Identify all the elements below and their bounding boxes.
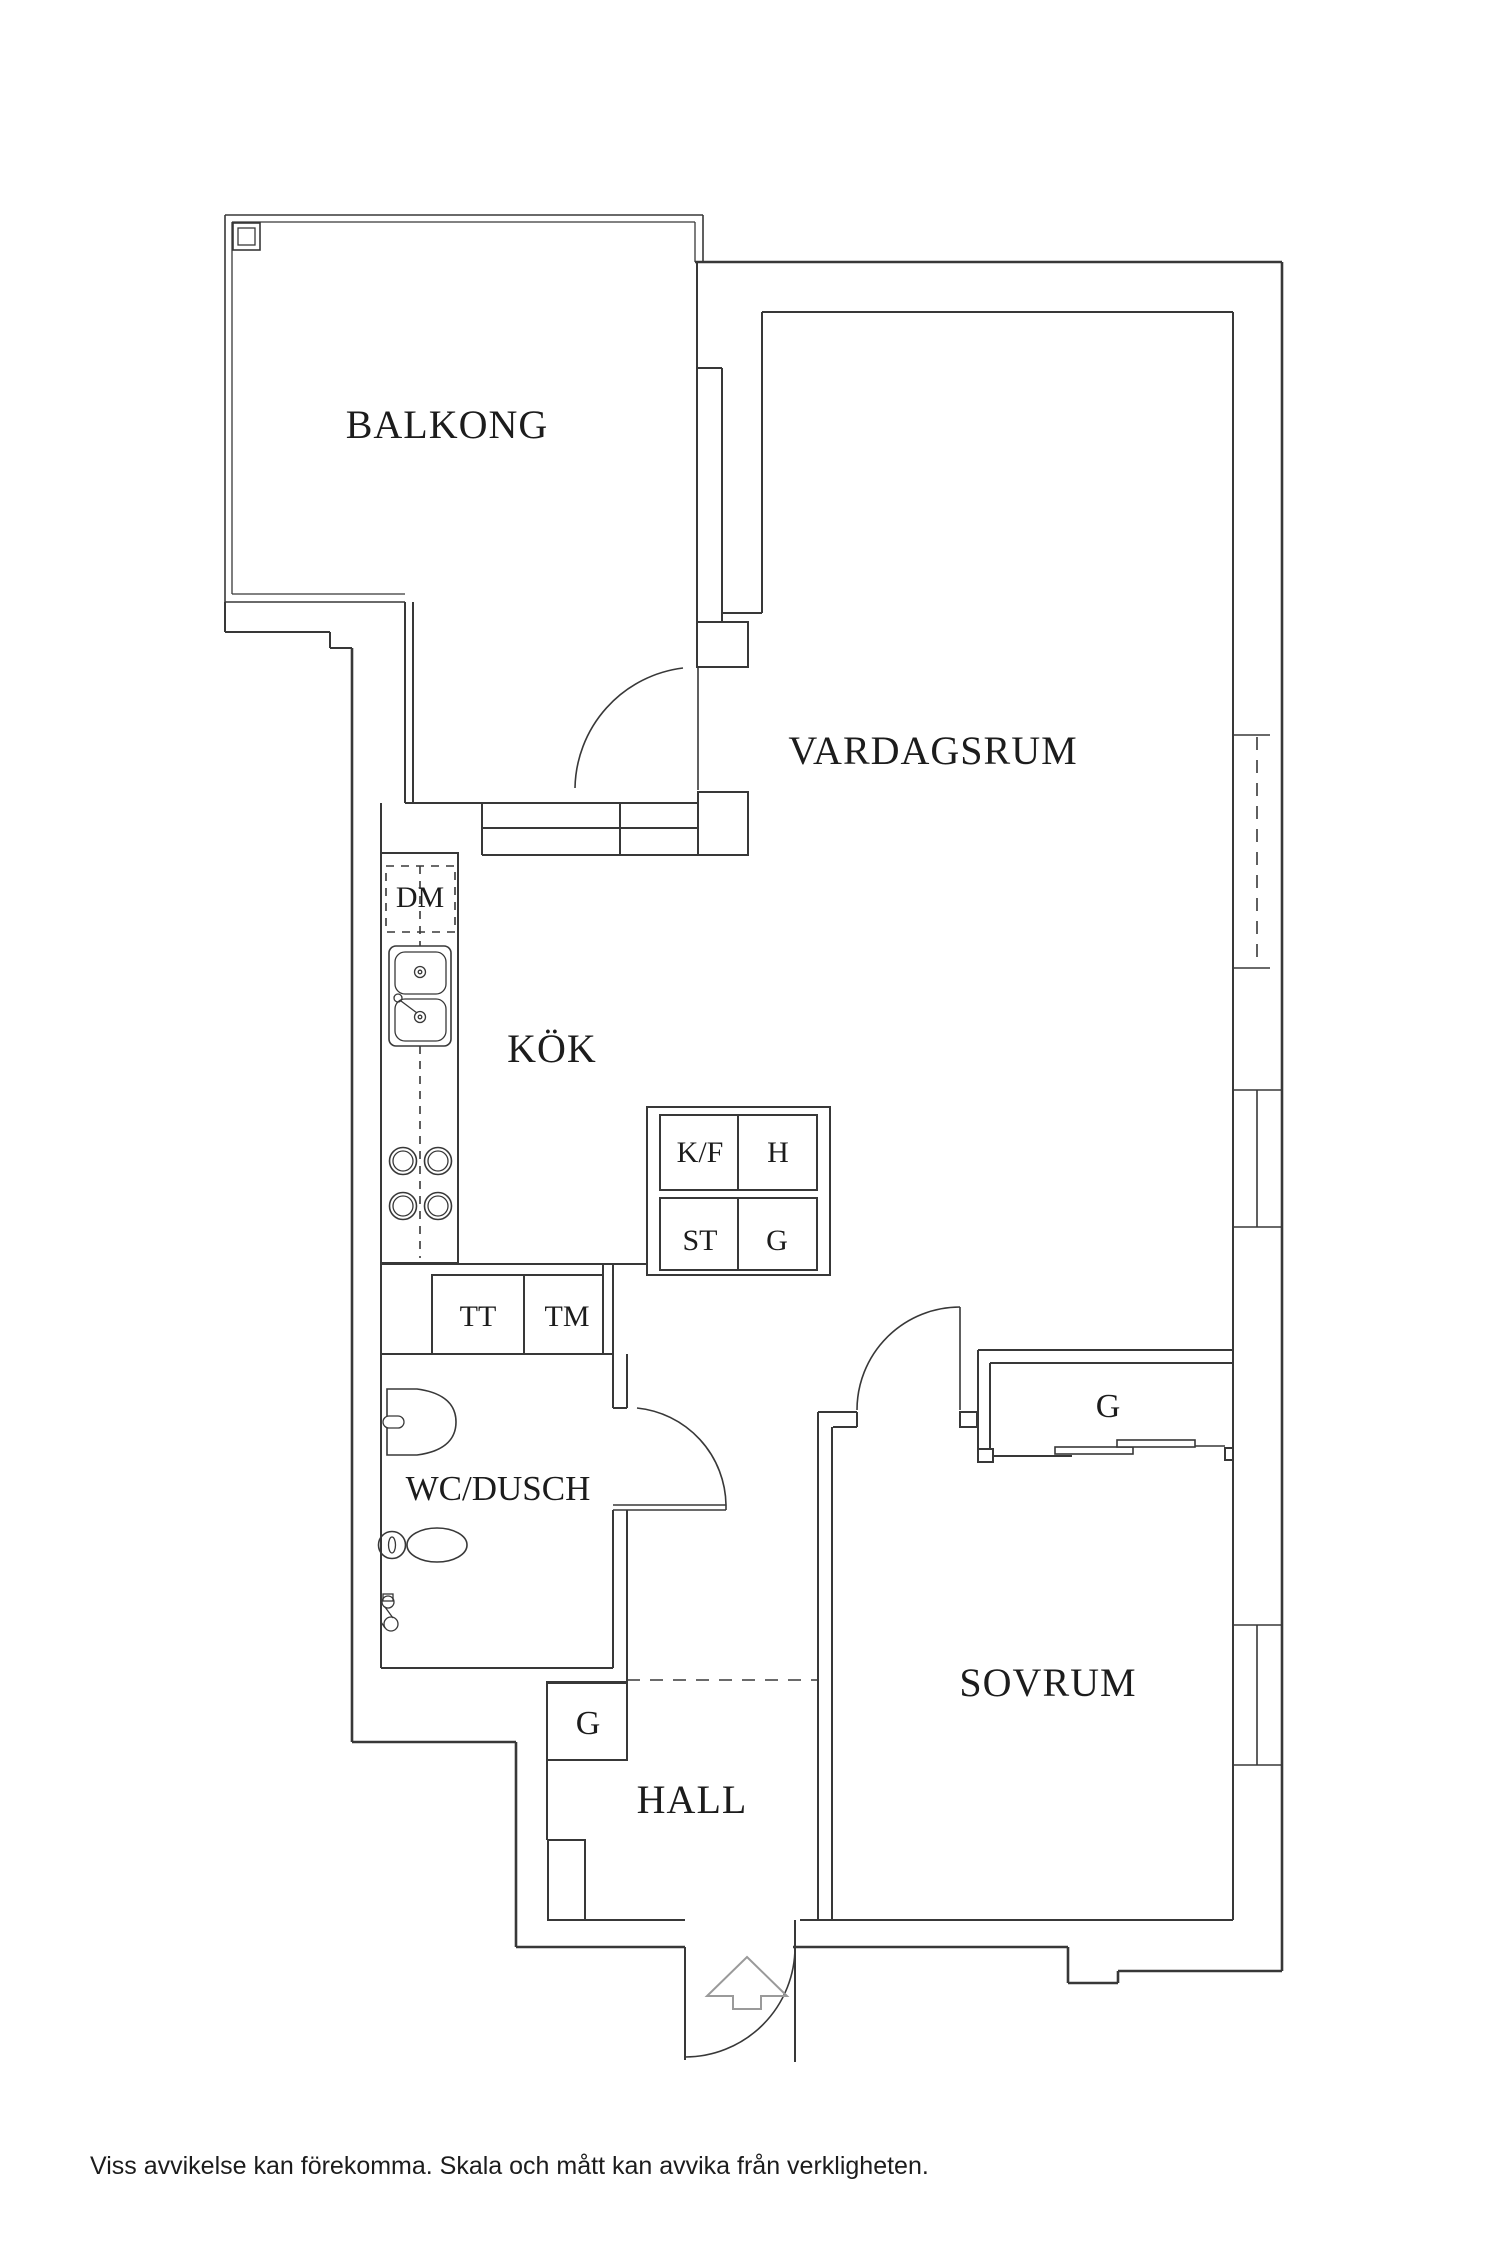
hall-wardrobe-box — [546, 1681, 628, 1761]
room-label-bedroom: SOVRUM — [959, 1660, 1136, 1705]
label-dryer: TT — [460, 1300, 497, 1333]
disclaimer-text: Viss avvikelse kan förekomma. Skala och … — [90, 2152, 929, 2180]
entrance-arrow-icon — [704, 1955, 790, 2010]
interior-wall-faces — [380, 311, 1234, 1921]
sliding-door-leaf — [1054, 1446, 1134, 1455]
bedroom-closet — [977, 1349, 1234, 1463]
balcony-door — [574, 621, 749, 856]
kitchen-counter — [380, 852, 459, 1264]
label-fridge-freezer: K/F — [677, 1136, 724, 1169]
shaft-box — [547, 1839, 586, 1921]
kitchen-corner-block — [697, 791, 749, 856]
stove-icon — [388, 1146, 453, 1221]
right-wall-openings — [1233, 734, 1282, 1766]
entrance-door-arc — [684, 1946, 796, 2058]
balcony-door-jamb — [696, 621, 749, 668]
exterior-walls — [350, 260, 1284, 1985]
room-label-livingroom: VARDAGSRUM — [788, 728, 1077, 773]
bathroom-door — [613, 1407, 727, 1511]
entrance-door — [684, 1920, 796, 2062]
sliding-door-leaf — [1116, 1439, 1196, 1448]
label-shelf: H — [767, 1136, 789, 1169]
kitchen-window — [404, 602, 698, 856]
room-label-hall: HALL — [637, 1777, 748, 1822]
label-cleaning-closet: ST — [682, 1224, 717, 1257]
kitchen-bottom-wall — [381, 1263, 647, 1354]
sink-icon — [388, 945, 452, 1047]
bathroom-door-arc — [636, 1407, 727, 1506]
livingroom-balcony-window — [696, 262, 763, 623]
washbasin-icon — [382, 1388, 457, 1456]
bedroom-door-arc — [856, 1306, 961, 1411]
label-dishwasher: DM — [396, 881, 444, 914]
label-wardrobe-upper: G — [766, 1224, 788, 1257]
room-label-balcony: BALKONG — [346, 402, 549, 447]
window-bedroom — [1233, 1624, 1282, 1766]
balcony-pillar — [232, 222, 261, 251]
room-label-kitchen: KÖK — [507, 1026, 597, 1071]
storage-block — [646, 1106, 831, 1276]
shower-mixer-icon — [380, 1593, 399, 1632]
bathroom-fixtures — [377, 1388, 468, 1632]
balcony-outline — [224, 214, 704, 649]
label-wardrobe-closet: G — [1096, 1388, 1121, 1425]
label-wardrobe-hall: G — [576, 1705, 601, 1742]
label-washer: TM — [545, 1300, 590, 1333]
bathroom-walls — [381, 1353, 628, 1684]
window-livingroom — [1233, 1089, 1282, 1228]
dishwasher-box — [385, 865, 456, 933]
room-label-bathroom: WC/DUSCH — [406, 1469, 591, 1508]
balcony-door-arc — [574, 667, 684, 789]
toilet-icon — [377, 1527, 468, 1563]
bedroom-wall-and-door — [817, 1306, 978, 1920]
hall-elements — [546, 1679, 818, 1921]
